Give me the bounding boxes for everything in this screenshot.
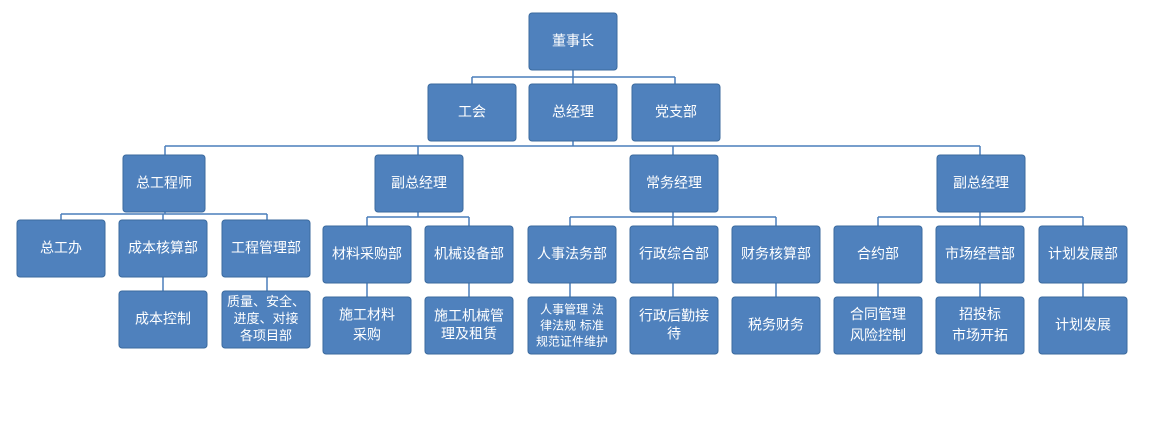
chairman-box-shape bbox=[528, 12, 618, 71]
chairman-box[interactable]: 董事长 bbox=[528, 12, 618, 71]
contracts-duty-box-label: 合同管理 bbox=[850, 307, 906, 323]
materials-duty-box-label: 施工材料 bbox=[339, 308, 395, 324]
finance-accounting-dept-box[interactable]: 财务核算部 bbox=[731, 225, 821, 284]
general-manager-box-label: 总经理 bbox=[552, 105, 594, 121]
planning-duty-box-shape bbox=[1038, 296, 1128, 355]
hr-legal-duty-box-label: 人事管理 法 bbox=[540, 302, 604, 317]
deputy-gm-box-2-label: 副总经理 bbox=[953, 176, 1009, 192]
machinery-duty-box-label: 理及租赁 bbox=[441, 327, 497, 343]
materials-duty-box-label: 采购 bbox=[353, 328, 381, 344]
chief-engineer-box[interactable]: 总工程师 bbox=[122, 154, 206, 213]
cost-control-duty-box-shape bbox=[118, 290, 208, 349]
contracts-dept-box-shape bbox=[833, 225, 923, 284]
connector-lines bbox=[60, 70, 1084, 297]
planning-development-dept-box[interactable]: 计划发展部 bbox=[1038, 225, 1128, 284]
deputy-gm-box-1-label: 副总经理 bbox=[391, 176, 447, 192]
contracts-dept-box-label: 合约部 bbox=[857, 247, 899, 263]
marketing-dept-box-label: 市场经营部 bbox=[945, 246, 1015, 263]
finance-accounting-dept-box-label: 财务核算部 bbox=[741, 247, 811, 263]
engineering-duty-box-label: 质量、安全、 bbox=[227, 294, 305, 310]
hr-legal-dept-box-label: 人事法务部 bbox=[537, 247, 607, 263]
chief-engineer-office-box-label: 总工办 bbox=[40, 241, 82, 257]
contracts-duty-box-label: 风险控制 bbox=[850, 328, 906, 344]
admin-duty-box-shape bbox=[629, 296, 719, 355]
admin-general-dept-box-label: 行政综合部 bbox=[639, 247, 709, 263]
admin-general-dept-box-shape bbox=[629, 225, 719, 284]
executive-manager-box[interactable]: 常务经理 bbox=[629, 154, 719, 213]
general-manager-box[interactable]: 总经理 bbox=[528, 83, 618, 142]
materials-purchasing-dept-box[interactable]: 材料采购部 bbox=[322, 225, 412, 284]
admin-duty-box-label: 行政后勤接 bbox=[639, 308, 709, 325]
cost-accounting-dept-box-label: 成本核算部 bbox=[128, 241, 198, 257]
machinery-equipment-dept-box[interactable]: 机械设备部 bbox=[424, 225, 514, 284]
finance-duty-box[interactable]: 税务财务 bbox=[731, 296, 821, 355]
party-branch-box[interactable]: 党支部 bbox=[631, 83, 721, 142]
planning-development-dept-box-shape bbox=[1038, 225, 1128, 284]
engineering-duty-box-label: 各项目部 bbox=[240, 328, 292, 344]
hr-legal-dept-box-shape bbox=[527, 225, 617, 284]
union-box-shape bbox=[427, 83, 517, 142]
materials-purchasing-dept-box-shape bbox=[322, 225, 412, 284]
machinery-equipment-dept-box-label: 机械设备部 bbox=[434, 246, 504, 263]
engineering-duty-box-shape bbox=[221, 290, 311, 349]
machinery-equipment-dept-box-shape bbox=[424, 225, 514, 284]
chief-engineer-office-box-shape bbox=[16, 219, 106, 278]
marketing-duty-box-shape bbox=[935, 296, 1025, 355]
hr-legal-duty-box-label: 规范证件维护 bbox=[536, 334, 608, 349]
materials-purchasing-dept-box-label: 材料采购部 bbox=[332, 247, 402, 263]
hr-legal-duty-box-shape bbox=[527, 296, 617, 355]
chief-engineer-box-label: 总工程师 bbox=[136, 176, 192, 192]
machinery-duty-box-label: 施工机械管 bbox=[434, 309, 504, 325]
contracts-duty-box-shape bbox=[833, 296, 923, 355]
executive-manager-box-label: 常务经理 bbox=[646, 176, 702, 192]
engineering-mgmt-dept-box[interactable]: 工程管理部 bbox=[221, 219, 311, 278]
finance-duty-box-label: 税务财务 bbox=[748, 318, 804, 334]
cost-control-duty-box[interactable]: 成本控制 bbox=[118, 290, 208, 349]
cost-control-duty-box-label: 成本控制 bbox=[135, 312, 191, 328]
marketing-duty-box-label: 招投标 bbox=[959, 307, 1001, 323]
engineering-mgmt-dept-box-label: 工程管理部 bbox=[231, 241, 301, 257]
cost-accounting-dept-box[interactable]: 成本核算部 bbox=[118, 219, 208, 278]
union-box[interactable]: 工会 bbox=[427, 83, 517, 142]
finance-accounting-dept-box-shape bbox=[731, 225, 821, 284]
party-branch-box-label: 党支部 bbox=[655, 105, 697, 121]
union-box-label: 工会 bbox=[458, 105, 486, 121]
finance-duty-box-shape bbox=[731, 296, 821, 355]
chief-engineer-box-shape bbox=[122, 154, 206, 213]
materials-duty-box-shape bbox=[322, 296, 412, 355]
deputy-gm-box-2[interactable]: 副总经理 bbox=[936, 154, 1026, 213]
marketing-duty-box-label: 市场开拓 bbox=[952, 327, 1008, 344]
deputy-gm-box-1[interactable]: 副总经理 bbox=[374, 154, 464, 213]
planning-duty-box-label: 计划发展 bbox=[1055, 318, 1111, 334]
marketing-dept-box-shape bbox=[935, 225, 1025, 284]
general-manager-box-shape bbox=[528, 83, 618, 142]
hr-legal-dept-box[interactable]: 人事法务部 bbox=[527, 225, 617, 284]
executive-manager-box-shape bbox=[629, 154, 719, 213]
admin-general-dept-box[interactable]: 行政综合部 bbox=[629, 225, 719, 284]
engineering-duty-box-label: 进度、对接 bbox=[233, 311, 298, 327]
chief-engineer-office-box[interactable]: 总工办 bbox=[16, 219, 106, 278]
hr-legal-duty-box-label: 律法规 标准 bbox=[540, 318, 604, 333]
contracts-dept-box[interactable]: 合约部 bbox=[833, 225, 923, 284]
admin-duty-box-label: 待 bbox=[667, 327, 681, 343]
party-branch-box-shape bbox=[631, 83, 721, 142]
marketing-dept-box[interactable]: 市场经营部 bbox=[935, 225, 1025, 284]
chairman-box-label: 董事长 bbox=[552, 34, 594, 50]
engineering-mgmt-dept-box-shape bbox=[221, 219, 311, 278]
deputy-gm-box-2-shape bbox=[936, 154, 1026, 213]
cost-accounting-dept-box-shape bbox=[118, 219, 208, 278]
deputy-gm-box-1-shape bbox=[374, 154, 464, 213]
planning-development-dept-box-label: 计划发展部 bbox=[1048, 247, 1118, 263]
machinery-duty-box-shape bbox=[424, 296, 514, 355]
planning-duty-box[interactable]: 计划发展 bbox=[1038, 296, 1128, 355]
